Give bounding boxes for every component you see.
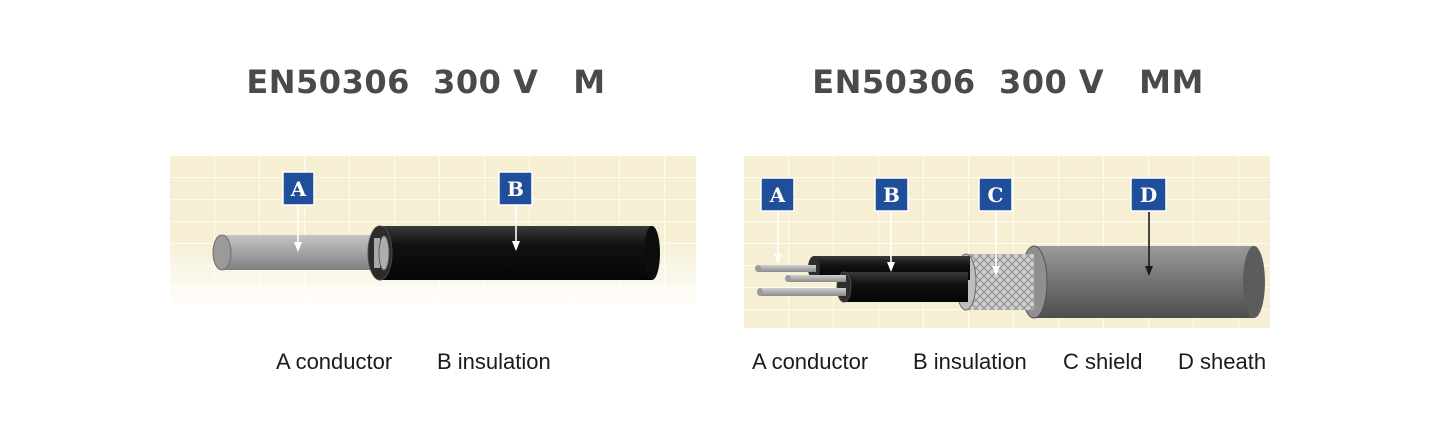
cable-diagram-mm: A B C D bbox=[744, 156, 1270, 328]
caption-left-conductor: A conductor bbox=[276, 349, 393, 374]
insulation-shape bbox=[367, 225, 660, 281]
cable-mm-illustration: A B C D bbox=[744, 156, 1270, 328]
marker-c: C bbox=[978, 177, 1013, 212]
marker-d: D bbox=[1130, 177, 1167, 212]
marker-b-label: B bbox=[883, 183, 900, 207]
marker-c-label: C bbox=[988, 183, 1004, 207]
arrow-d bbox=[1145, 212, 1153, 276]
cable-diagram-m: A B bbox=[170, 156, 696, 304]
marker-b: B bbox=[874, 177, 909, 212]
conductor-shape bbox=[755, 265, 846, 296]
marker-a: A bbox=[282, 171, 315, 206]
marker-d-label: D bbox=[1140, 183, 1157, 207]
arrow-c bbox=[992, 212, 1000, 276]
cable-title-mm: EN50306 300 V MM bbox=[812, 63, 1204, 101]
marker-a-label: A bbox=[769, 183, 786, 207]
arrow-b bbox=[512, 206, 520, 251]
caption-right-insulation: B insulation bbox=[913, 349, 1027, 374]
cable-title-m: EN50306 300 V M bbox=[246, 63, 606, 101]
caption-right-shield: C shield bbox=[1063, 349, 1143, 374]
arrow-a bbox=[294, 206, 302, 252]
arrow-b bbox=[887, 212, 895, 272]
conductor-shape bbox=[212, 234, 382, 271]
marker-b-label: B bbox=[507, 177, 524, 201]
marker-b: B bbox=[498, 171, 533, 206]
caption-right-conductor: A conductor bbox=[752, 349, 869, 374]
caption-left-insulation: B insulation bbox=[437, 349, 551, 374]
marker-a: A bbox=[760, 177, 795, 212]
cable-m-illustration: A B bbox=[170, 156, 696, 304]
marker-a-label: A bbox=[290, 177, 307, 201]
sheath-shape bbox=[1020, 245, 1265, 319]
arrow-a bbox=[774, 212, 782, 264]
caption-right-sheath: D sheath bbox=[1178, 349, 1267, 374]
